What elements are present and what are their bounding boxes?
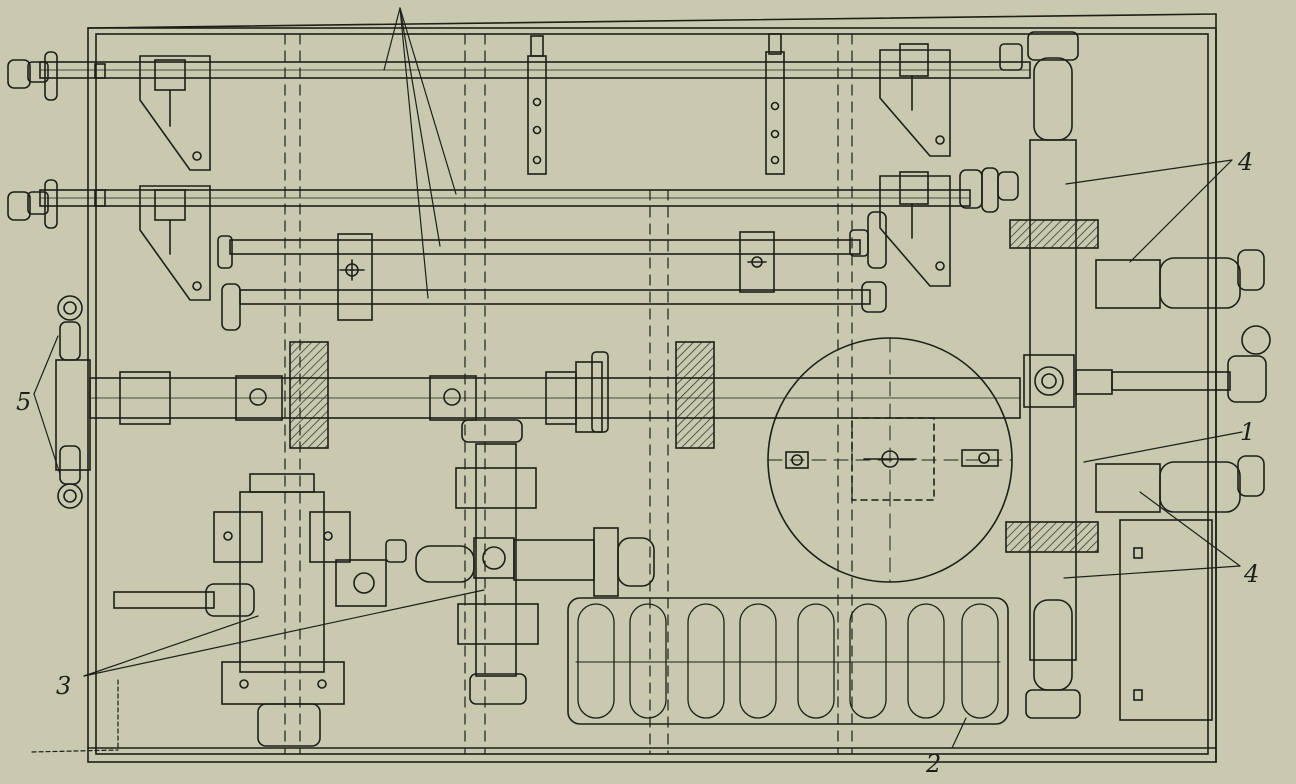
chain — [31, 679, 119, 753]
frame — [87, 13, 1217, 763]
bracket-right-mid — [879, 171, 951, 287]
label-2: 2 — [925, 750, 941, 778]
handle-assembly — [55, 295, 91, 509]
disc — [767, 337, 1013, 583]
leader-lines — [33, 7, 1243, 749]
strap-1 — [527, 35, 547, 175]
cabinet — [1119, 519, 1213, 721]
dashed-guides — [284, 33, 853, 755]
bracket-right-top — [879, 43, 951, 157]
bracket-left-top — [139, 55, 211, 171]
rod-2 — [7, 167, 1019, 229]
rod-3 — [217, 211, 887, 321]
rod-1 — [7, 43, 1031, 101]
bottle-rack — [567, 597, 1009, 725]
label-3: 3 — [56, 672, 71, 700]
label-4-bottom: 4 — [1243, 560, 1259, 588]
label-1: 1 — [1240, 418, 1255, 446]
label-4-top: 4 — [1237, 148, 1253, 176]
main-shaft — [89, 341, 1021, 449]
rod-4 — [221, 281, 887, 331]
valve-cross — [415, 419, 655, 705]
valve-left — [113, 473, 407, 747]
label-5: 5 — [16, 388, 31, 416]
strap-2 — [765, 33, 785, 175]
vertical-manifold — [1005, 31, 1271, 719]
bracket-left-mid — [139, 185, 211, 301]
